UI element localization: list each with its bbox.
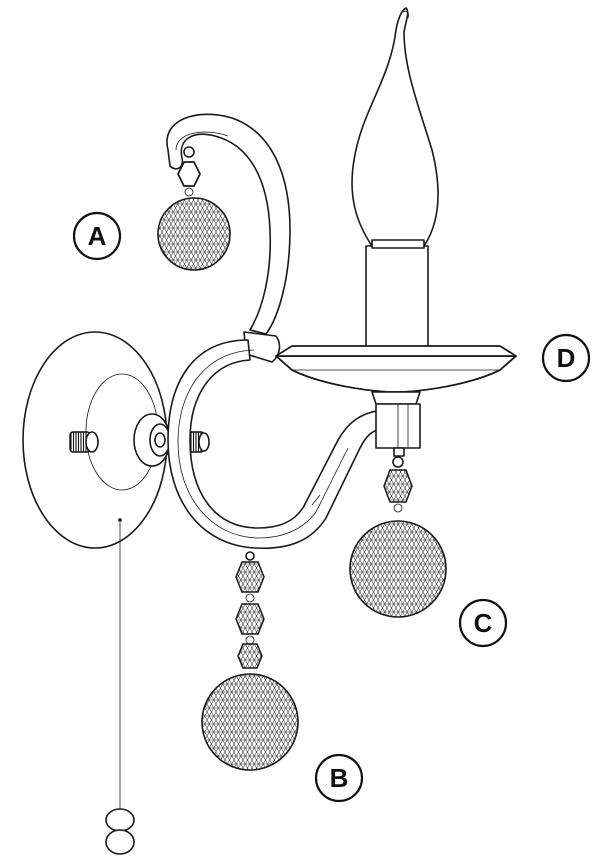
callout-b-label: B <box>330 763 349 793</box>
crystal-drop-c <box>349 456 447 618</box>
anchor-hardware <box>105 522 135 855</box>
candle-bulb <box>351 7 439 249</box>
callout-c-label: C <box>474 608 493 638</box>
callout-a: A <box>72 211 122 261</box>
callout-d: D <box>541 333 591 383</box>
center-boss <box>133 413 171 467</box>
callout-c: C <box>458 598 508 648</box>
crystal-drop-b <box>201 551 299 771</box>
bobeche-cup <box>275 245 517 457</box>
callout-b: B <box>314 753 364 803</box>
crystal-drop-a <box>157 146 231 271</box>
scroll-arm <box>166 113 385 550</box>
callout-d-label: D <box>557 343 576 373</box>
callout-a-label: A <box>88 221 107 251</box>
